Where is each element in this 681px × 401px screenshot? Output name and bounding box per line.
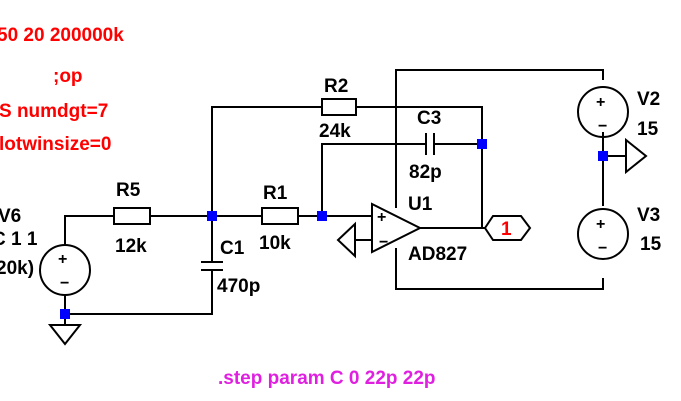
directive-tran[interactable]: 50 20 200000k bbox=[0, 25, 124, 46]
opamp-u1[interactable]: + − bbox=[371, 202, 423, 254]
wire-v6-top bbox=[64, 215, 105, 245]
r5-name-label: R5 bbox=[116, 180, 141, 201]
v2-name-label: V2 bbox=[637, 89, 660, 110]
net-label-output[interactable]: 1 bbox=[483, 215, 532, 241]
ground-icon-opamp bbox=[336, 221, 356, 259]
wire-r2-to-output bbox=[364, 106, 483, 228]
v6-name-label: V6 bbox=[0, 206, 21, 227]
ground-icon bbox=[47, 324, 83, 346]
r2-value-label: 24k bbox=[319, 121, 351, 142]
voltage-source-v3-body bbox=[577, 208, 629, 260]
net-label-hexagon bbox=[483, 215, 532, 241]
wire-c3-left bbox=[321, 143, 426, 216]
u1-name-label: U1 bbox=[408, 194, 433, 215]
c1-value-label: 470p bbox=[217, 276, 260, 297]
c3-name-label: C3 bbox=[417, 108, 441, 129]
directive-op[interactable]: ;op bbox=[53, 66, 83, 87]
net-label-text: 1 bbox=[501, 219, 512, 240]
r1-name-label: R1 bbox=[263, 183, 288, 204]
junction-node bbox=[207, 211, 217, 221]
v6-value-label-line1: C 1 1 bbox=[0, 229, 38, 250]
directive-step[interactable]: .step param C 0 22p 22p bbox=[218, 368, 436, 389]
r1-value-label: 10k bbox=[259, 233, 291, 254]
voltage-source-v6-body bbox=[39, 244, 91, 296]
v6-plus-sign: + bbox=[58, 251, 67, 268]
wire-supply-bottom bbox=[395, 248, 604, 290]
junction-node bbox=[477, 139, 487, 149]
voltage-source-v3[interactable]: + − bbox=[577, 208, 629, 260]
r2-name-label: R2 bbox=[324, 76, 348, 97]
ground-icon-supply bbox=[625, 137, 648, 175]
opamp-u1-body bbox=[371, 202, 423, 254]
v3-plus-sign: + bbox=[596, 216, 605, 233]
v2-minus-sign: − bbox=[598, 118, 607, 135]
u1-value-label: AD827 bbox=[408, 244, 467, 265]
wire-node-to-r2 bbox=[211, 106, 310, 216]
c1-name-label: C1 bbox=[220, 238, 245, 259]
resistor-r5[interactable] bbox=[113, 207, 151, 225]
directive-options-plotwinsize[interactable]: lotwinsize=0 bbox=[0, 134, 111, 155]
junction-node bbox=[598, 151, 608, 161]
v3-value-label: 15 bbox=[640, 234, 662, 255]
wire-c1-to-ground bbox=[65, 270, 213, 315]
voltage-source-v2[interactable]: + − bbox=[577, 86, 629, 138]
v3-name-label: V3 bbox=[637, 205, 660, 226]
junction-node bbox=[60, 309, 70, 319]
resistor-r1[interactable] bbox=[261, 207, 299, 225]
v3-minus-sign: − bbox=[598, 240, 607, 257]
junction-node bbox=[317, 211, 327, 221]
capacitor-c1[interactable] bbox=[201, 261, 223, 271]
opamp-plus-sign: + bbox=[377, 209, 386, 226]
c3-value-label: 82p bbox=[409, 162, 442, 183]
v6-value-label-line2: 20k) bbox=[0, 258, 34, 279]
capacitor-c3[interactable] bbox=[425, 133, 435, 155]
r5-value-label: 12k bbox=[115, 236, 147, 257]
voltage-source-v2-body bbox=[577, 86, 629, 138]
wire-supply-top bbox=[395, 69, 604, 208]
v2-plus-sign: + bbox=[596, 94, 605, 111]
opamp-minus-sign: − bbox=[379, 234, 388, 251]
voltage-source-v6[interactable]: + − bbox=[39, 244, 91, 296]
resistor-r2[interactable] bbox=[321, 98, 357, 116]
v2-value-label: 15 bbox=[637, 119, 659, 140]
v6-minus-sign: − bbox=[60, 275, 69, 292]
wires bbox=[64, 69, 626, 325]
directive-options-numdgt[interactable]: S numdgt=7 bbox=[0, 101, 108, 122]
